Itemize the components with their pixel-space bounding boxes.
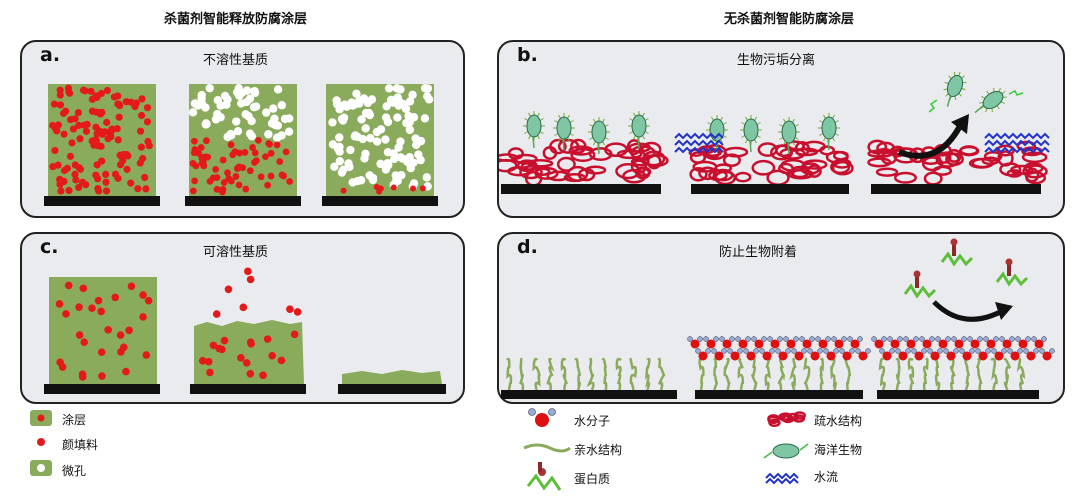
panel-a-illustration <box>44 83 438 206</box>
panel-c-illustration <box>44 267 446 394</box>
hydrophilic-icon <box>523 443 571 453</box>
legend-left-icons <box>30 410 52 476</box>
pigment-particles-c1 <box>55 281 153 381</box>
pigment-particles-1 <box>49 84 153 195</box>
pigment-particles-2 <box>189 137 293 196</box>
legend-mid-icons <box>523 408 571 491</box>
substrate-bar-c3 <box>338 384 446 394</box>
substrate-bar-c2 <box>190 384 306 394</box>
hydrophilic-strands <box>506 357 1026 391</box>
header-left: 杀菌剂智能释放防腐涂层 <box>164 12 308 27</box>
marine-organisms <box>523 71 1024 155</box>
panel-b: b. 生物污垢分离 <box>497 40 1065 218</box>
legend-right-icons <box>763 411 809 485</box>
panel-d-illustration <box>501 238 1055 399</box>
coating-block-soluble-1 <box>49 277 157 385</box>
coating-block-soluble-2 <box>194 320 304 384</box>
legend-hydrophilic: 亲水结构 <box>574 443 623 457</box>
pore-particles-2 <box>188 83 294 142</box>
water-molecule-icon <box>528 408 556 427</box>
repel-arrow-head <box>995 302 1013 320</box>
protein-clusters <box>903 238 1029 299</box>
panel-c-title: 可溶性基质 <box>203 245 269 260</box>
organism-icon <box>763 443 809 459</box>
substrate-bar-3 <box>322 196 438 206</box>
legend-water-molecule: 水分子 <box>574 414 611 428</box>
panel-b-illustration <box>499 71 1050 194</box>
legend-pore: 微孔 <box>62 464 87 478</box>
legend-water-flow: 水流 <box>814 470 839 484</box>
coating-thin-residue <box>342 370 442 384</box>
panel-c: c. 可溶性基质 <box>20 232 465 404</box>
header-right: 无杀菌剂智能防腐涂层 <box>724 12 855 27</box>
substrate-bar-2 <box>185 196 301 206</box>
pigment-particles-3 <box>340 184 426 195</box>
pigment-legend-icon <box>37 438 45 446</box>
water-flow-icon <box>765 472 799 485</box>
water-flow-right <box>984 132 1050 154</box>
panel-a: a. 不溶性基质 <box>20 40 465 218</box>
hydrophobic-mesh-3 <box>867 139 1048 186</box>
panel-b-title: 生物污垢分离 <box>737 53 816 68</box>
substrate-bar-c1 <box>44 384 160 394</box>
substrate-bar-b2 <box>691 184 849 194</box>
panel-d: d. 防止生物附着 <box>497 232 1065 404</box>
panel-a-label: a. <box>40 44 61 66</box>
panel-a-title: 不溶性基质 <box>203 53 269 68</box>
pigment-particles-c2 <box>198 330 299 380</box>
legend-organism: 海洋生物 <box>814 443 863 457</box>
substrate-bar-d1 <box>501 390 677 399</box>
detach-arrow-head <box>951 114 969 134</box>
panel-c-label: c. <box>40 236 59 258</box>
protein-icon <box>526 462 562 491</box>
substrate-bar-d3 <box>877 390 1039 399</box>
legend-hydrophobic: 疏水结构 <box>814 414 863 428</box>
legend-coating: 涂层 <box>62 413 87 427</box>
substrate-bar-d2 <box>695 390 863 399</box>
water-molecule-layer <box>687 336 1055 361</box>
released-pigment <box>212 267 302 318</box>
detach-arrow <box>897 122 964 159</box>
panel-d-label: d. <box>517 236 538 258</box>
legend-pigment: 颜填料 <box>62 438 99 452</box>
panel-b-label: b. <box>517 44 538 66</box>
repel-arrow <box>932 300 1006 322</box>
substrate-bar-b3 <box>871 184 1041 194</box>
pore-particles-3 <box>328 83 434 191</box>
substrate-bar-b1 <box>501 184 661 194</box>
legend-protein: 蛋白质 <box>574 472 611 486</box>
hydrophobic-mesh-1 <box>499 138 669 187</box>
substrate-bar-1 <box>44 196 160 206</box>
hydrophobic-mesh-2 <box>688 140 854 186</box>
hydrophobic-icon <box>767 411 806 428</box>
water-flow-left <box>674 132 724 154</box>
panel-d-title: 防止生物附着 <box>719 245 798 260</box>
